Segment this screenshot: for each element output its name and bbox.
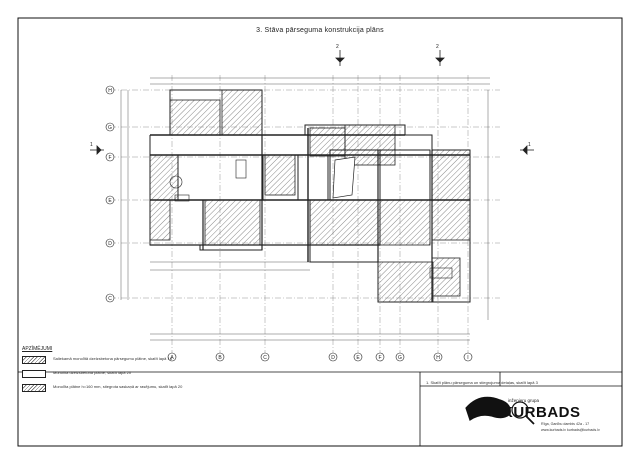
axis-bubble bbox=[215, 352, 225, 362]
legend-swatch-plain bbox=[22, 370, 46, 378]
section-markers bbox=[90, 50, 534, 155]
axis-label: G bbox=[398, 355, 402, 361]
axis-label: E bbox=[108, 198, 112, 204]
slab-hatched bbox=[149, 89, 471, 303]
logo-address: Rīga, Ganību dambis 42a - 17 bbox=[541, 422, 590, 426]
axis-bubble bbox=[105, 238, 115, 248]
legend-item: Monolīta plātne h=160 mm, stiegrota sask… bbox=[22, 384, 203, 392]
axis-bubble bbox=[433, 352, 443, 362]
axis-bubble bbox=[105, 195, 115, 205]
axis-label: F bbox=[378, 355, 381, 361]
drawing-title: 3. Stāva pārseguma konstrukcija plāns bbox=[256, 27, 384, 34]
legend-item: Monolīta dzelzsbetona plātne, skatīt lap… bbox=[22, 370, 203, 378]
axis-label: C bbox=[108, 296, 112, 302]
section-labels: 2 2 1 1 bbox=[90, 44, 531, 148]
axis-label: I bbox=[467, 355, 468, 361]
axis-label: G bbox=[108, 125, 112, 131]
axis-label: D bbox=[331, 355, 335, 361]
axis-label: F bbox=[108, 155, 111, 161]
logo-caption: inženieru grupa bbox=[508, 398, 540, 403]
axis-bubble bbox=[463, 352, 473, 362]
legend-text: Monolīta dzelzsbetona plātne, skatīt lap… bbox=[53, 370, 132, 375]
axis-bubbles-bottom: A B C D E F G H I bbox=[167, 352, 473, 362]
axis-bubble bbox=[105, 293, 115, 303]
axis-bubble bbox=[395, 352, 405, 362]
svg-text:2: 2 bbox=[436, 44, 439, 50]
legend-text: Monolīta plātne h=160 mm, stiegrota sask… bbox=[53, 384, 183, 389]
axis-bubble bbox=[353, 352, 363, 362]
sheet-border bbox=[17, 17, 623, 447]
svg-text:1: 1 bbox=[90, 142, 93, 148]
legend-swatch-hatched bbox=[22, 356, 46, 364]
legend-heading: APZĪMĒJUMI bbox=[22, 346, 53, 352]
legend-text: Saliekamā monolītā dzelzsbetona pārsegum… bbox=[53, 356, 172, 361]
axis-bubble bbox=[260, 352, 270, 362]
legend-item: Saliekamā monolītā dzelzsbetona pārsegum… bbox=[22, 356, 203, 364]
legend-swatch-hatched bbox=[22, 384, 46, 392]
logo-contact: www.kurbads.lv kurbads@kurbads.lv bbox=[541, 428, 600, 432]
axis-bubble bbox=[328, 352, 338, 362]
axis-bubble bbox=[105, 85, 115, 95]
axis-bubble bbox=[375, 352, 385, 362]
dimension-lines bbox=[120, 77, 490, 341]
title-block bbox=[18, 371, 622, 446]
drawing-note: 1. Skatīt plānu pārseguma un stiegrojuma… bbox=[426, 380, 538, 385]
axis-label: E bbox=[356, 355, 360, 361]
axis-label: C bbox=[263, 355, 267, 361]
axis-label: H bbox=[436, 355, 440, 361]
logo-name: KURBADS bbox=[502, 404, 581, 421]
axis-label: D bbox=[108, 241, 112, 247]
axis-bubble bbox=[105, 152, 115, 162]
axis-label: H bbox=[108, 88, 112, 94]
slab-plain bbox=[149, 89, 471, 303]
svg-text:2: 2 bbox=[336, 44, 339, 50]
axis-label: A bbox=[170, 355, 174, 361]
axis-label: B bbox=[218, 355, 222, 361]
kurbads-logo-icon bbox=[465, 396, 535, 425]
axis-bubble bbox=[105, 122, 115, 132]
axis-bubble bbox=[167, 352, 177, 362]
axis-bubbles-left: H G F E D C bbox=[105, 85, 115, 303]
svg-text:1: 1 bbox=[528, 142, 531, 148]
